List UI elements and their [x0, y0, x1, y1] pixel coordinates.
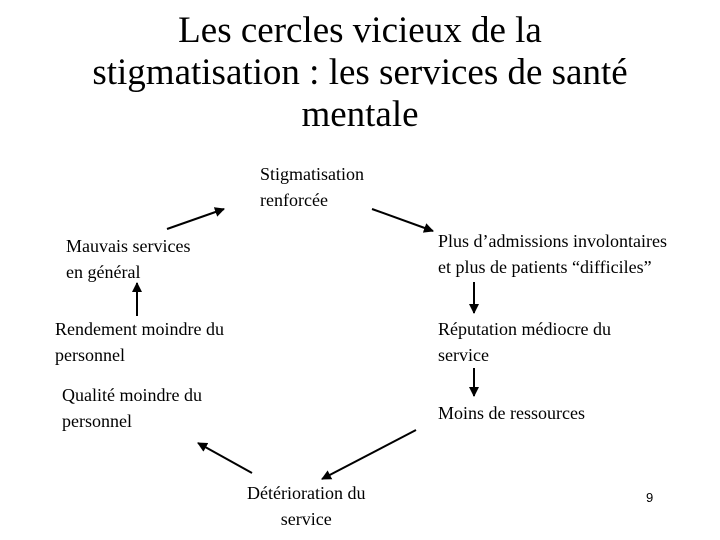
node-deterioration-service: Détérioration du service — [247, 483, 366, 529]
page-number: 9 — [646, 490, 654, 505]
node-mauvais-services: Mauvais services en général — [66, 236, 191, 282]
arrow-stigmatisation-to-admissions — [371, 208, 434, 233]
node-rendement-moindre: Rendement moindre du personnel — [55, 319, 224, 365]
slide-title: Les cercles vicieux de la stigmatisation… — [92, 10, 628, 135]
arrow-ressources-to-deterioration — [321, 429, 417, 480]
node-admissions-involontaires: Plus d’admissions involontaires et plus … — [438, 231, 667, 277]
node-stigmatisation-renforcee: Stigmatisation renforcée — [260, 164, 365, 210]
node-moins-de-ressources: Moins de ressources — [438, 403, 585, 423]
arrow-mauvais-to-stigmatisation — [166, 207, 225, 230]
node-qualite-moindre: Qualité moindre du personnel — [62, 385, 202, 431]
node-reputation-mediocre: Réputation médiocre du service — [438, 319, 611, 365]
arrow-deterioration-to-qualite — [197, 442, 253, 474]
